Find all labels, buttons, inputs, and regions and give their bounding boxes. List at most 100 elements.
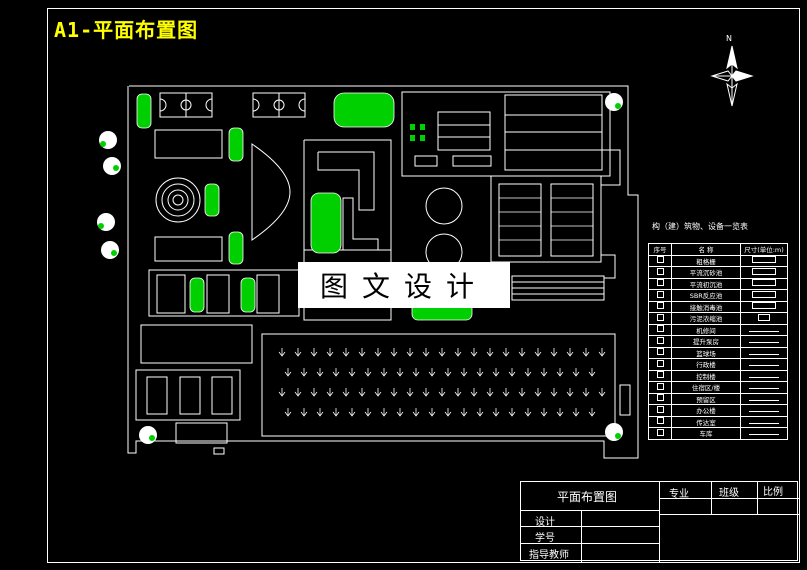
- grass-mark: [502, 388, 510, 397]
- legend-row: 接触消毒池: [648, 300, 788, 313]
- legend-row-symbol: [740, 381, 788, 394]
- grass-mark: [582, 388, 590, 397]
- legend-row: 车库: [648, 427, 788, 440]
- label-major: 专业: [669, 489, 689, 500]
- grass-mark: [582, 348, 590, 357]
- grass-mark: [374, 348, 382, 357]
- legend-row-marker: [648, 381, 672, 394]
- grass-mark: [348, 408, 356, 417]
- dorm-2: [179, 376, 201, 415]
- legend-row-symbol: [740, 335, 788, 348]
- grass-mark: [444, 408, 452, 417]
- grass-mark: [572, 408, 580, 417]
- basketball-court-2: [252, 92, 306, 118]
- legend-row-marker: [648, 312, 672, 325]
- legend-row-symbol: [740, 323, 788, 336]
- grass-mark: [476, 408, 484, 417]
- legend-row-name: 接触消毒池: [671, 300, 741, 313]
- fountain-plaza: [155, 177, 201, 223]
- legend-row-symbol: [740, 369, 788, 382]
- grass-mark: [300, 408, 308, 417]
- grass-mark: [380, 408, 388, 417]
- grass-mark: [540, 368, 548, 377]
- legend-header-index: 序号: [648, 243, 672, 256]
- legend-row-symbol: [740, 358, 788, 371]
- dorm-1: [146, 376, 168, 415]
- grass-mark: [396, 408, 404, 417]
- legend-row-name: 平流沉砂池: [671, 266, 741, 279]
- legend-row-symbol: [740, 254, 788, 267]
- drawing-name: 平面布置图: [557, 490, 618, 504]
- grass-mark: [492, 368, 500, 377]
- grass-mark: [284, 408, 292, 417]
- grass-mark: [342, 388, 350, 397]
- grass-mark: [598, 388, 606, 397]
- basketball-court-1: [159, 92, 213, 118]
- grass-pattern: [278, 348, 606, 417]
- grass-mark: [470, 348, 478, 357]
- legend-row: 住宿区/楼: [648, 381, 788, 394]
- sludge-thickener-1: [425, 187, 463, 225]
- grass-mark: [380, 368, 388, 377]
- grass-mark: [428, 408, 436, 417]
- legend-row-marker: [648, 266, 672, 279]
- legend-row-name: 车库: [671, 427, 741, 440]
- legend-row-marker: [648, 254, 672, 267]
- legend-row: 平流沉砂池: [648, 266, 788, 279]
- building-small-2: [206, 274, 230, 314]
- grass-mark: [540, 408, 548, 417]
- legend-row-symbol: [740, 392, 788, 405]
- dorm-3: [211, 376, 233, 415]
- label-class: 班级: [719, 488, 739, 499]
- watermark-banner: 图文设计: [298, 262, 510, 308]
- grit-chamber: [437, 111, 491, 151]
- tree-leaves: [98, 103, 621, 441]
- grass-mark: [460, 368, 468, 377]
- semicircle-lawn: [251, 143, 291, 241]
- legend-row: 篮球场: [648, 346, 788, 359]
- legend-row-name: 粗格栅: [671, 254, 741, 267]
- grass-mark: [294, 348, 302, 357]
- grass-mark: [294, 388, 302, 397]
- grass-mark: [566, 388, 574, 397]
- grass-mark: [364, 368, 372, 377]
- legend-row-name: 住宿区/楼: [671, 381, 741, 394]
- grass-mark: [508, 368, 516, 377]
- grass-mark: [412, 368, 420, 377]
- label-design: 设计: [535, 517, 555, 528]
- grass-mark: [550, 388, 558, 397]
- page-title: A1-平面布置图: [54, 18, 199, 42]
- legend-row-marker: [648, 404, 672, 417]
- grass-mark: [492, 408, 500, 417]
- pump-units: [410, 124, 425, 141]
- grass-mark: [358, 348, 366, 357]
- legend-row: 办公楼: [648, 404, 788, 417]
- gate-right: [619, 384, 631, 416]
- legend-row-name: 平流初沉池: [671, 277, 741, 290]
- legend-row-symbol: [740, 300, 788, 313]
- legend-row-marker: [648, 289, 672, 302]
- legend-row-marker: [648, 277, 672, 290]
- legend-row: 污泥浓缩池: [648, 312, 788, 325]
- grass-mark: [454, 348, 462, 357]
- legend-row-name: 传达室: [671, 415, 741, 428]
- title-block: 平面布置图 专业 班级 比例 设计 学号 指导教师: [520, 481, 799, 562]
- grass-mark: [278, 348, 286, 357]
- grass-mark: [428, 368, 436, 377]
- building-garage: [140, 324, 253, 364]
- north-label: N: [726, 34, 732, 43]
- legend-row-symbol: [740, 266, 788, 279]
- grass-mark: [326, 348, 334, 357]
- grass-mark: [396, 368, 404, 377]
- legend-row-name: 控制楼: [671, 369, 741, 382]
- grass-mark: [316, 368, 324, 377]
- grass-mark: [572, 368, 580, 377]
- sedimentation-tanks: [490, 175, 602, 263]
- legend-row: 机修间: [648, 323, 788, 336]
- legend-row-marker: [648, 369, 672, 382]
- grass-mark: [332, 408, 340, 417]
- legend-row-marker: [648, 335, 672, 348]
- grass-mark: [524, 408, 532, 417]
